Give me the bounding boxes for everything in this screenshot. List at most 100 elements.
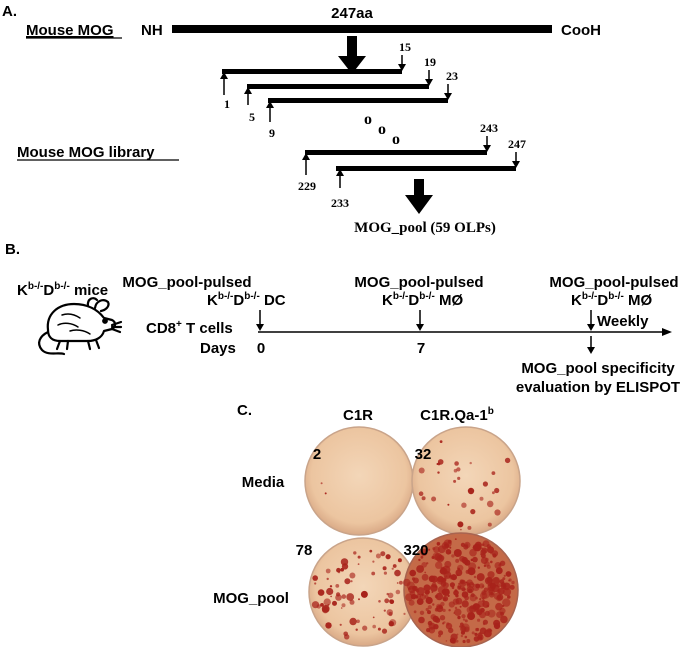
elispot-spot [495,567,503,575]
tick-day7-arrow [416,310,424,331]
elispot-spot [382,566,387,571]
elispot-spot [461,556,468,564]
elispot-spot [391,567,394,570]
elispot-spot [449,582,455,588]
elispot-spot [462,624,465,627]
elispot-spot [378,600,381,603]
elispot-spot [489,583,492,586]
col1-header: C1R [343,407,373,424]
day7-label: 7 [417,340,425,357]
elispot-spot [469,488,472,491]
elispot-spot [426,628,431,633]
elispot-spot [383,609,386,612]
elispot-spot [437,459,444,465]
elispot-spot [445,549,452,555]
elispot-spot [453,549,462,557]
cd8-label: CD8+ T cells [146,319,233,337]
elispot-spot [491,550,499,557]
elispot-spot [377,627,381,631]
elispot-spot [494,562,502,569]
elispot-spot [316,604,321,609]
step1-cell: Kb-/-Db-/- DC [207,291,286,309]
elispot-spot [503,574,506,577]
elispot-spot [507,595,511,599]
well-media-c1r [304,426,414,536]
nh-label: NH [141,22,163,39]
tick-weekly-arrow [587,310,595,331]
elispot-spot [480,549,487,555]
elispot-spot [461,600,469,608]
elispot-spot [502,598,511,607]
elispot-spot [481,590,487,596]
elispot-spot [464,543,469,547]
peptide-number-233: 233 [331,196,349,210]
elispot-spot [339,623,342,626]
elispot-spot [504,457,511,464]
peptide-bar-229 [302,136,491,175]
library-title: Mouse MOG library [17,144,155,161]
elispot-spot [454,606,458,610]
elispot-spot [395,589,401,595]
elispot-spot [420,548,428,557]
elispot-spot [431,496,437,502]
elispot-spot [344,578,351,585]
elispot-spot [432,552,440,560]
elispot-spot [427,605,432,610]
peptide-bar-2 [244,70,433,105]
elispot-spot [440,601,445,607]
elispot-spot [405,593,413,602]
eval-line1: MOG_pool specificity [521,360,675,377]
elispot-spot [457,476,461,480]
elispot-spot [476,573,485,582]
step3-title: MOG_pool-pulsed [549,274,678,291]
elispot-spot [421,573,429,581]
elispot-spot [455,639,459,643]
elispot-spot [450,633,458,641]
elispot-spot [454,538,457,540]
elispot-spot [461,614,466,619]
elispot-spot [467,525,472,530]
elispot-spot [503,588,512,596]
elispot-spot [459,579,464,584]
elispot-spot [484,561,490,567]
elispot-spot [505,571,512,577]
elispot-spot [426,562,429,565]
elispot-spot [457,564,464,572]
elispot-spot [479,632,482,634]
elispot-spot [439,440,443,443]
elispot-spot [372,616,375,619]
elispot-spot [493,622,501,630]
mouse-mog-title: Mouse MOG [26,22,114,39]
elispot-spot [435,592,443,601]
elispot-spot [466,586,474,594]
elispot-spot [432,603,435,606]
elispot-spot [481,547,483,550]
step2-title: MOG_pool-pulsed [354,274,483,291]
elispot-spot [332,600,337,606]
panel-a-label: A. [2,3,17,20]
elispot-spot [477,618,481,622]
elispot-spot [335,594,342,601]
elispot-spot [476,627,480,632]
cooh-label: CooH [561,22,601,39]
elispot-spot [371,571,376,576]
elispot-spot [473,544,478,550]
elispot-spot [479,496,484,501]
elispot-spot [453,590,459,596]
count-media-c1r: 2 [313,446,321,463]
elispot-spot [448,609,451,612]
elispot-spot [467,612,476,621]
elispot-spot [459,605,462,608]
row1-label: Media [242,474,285,491]
elispot-spot [468,581,475,588]
elispot-spot [460,542,465,548]
elispot-spot [473,575,477,579]
panel-b-label: B. [5,241,20,258]
elispot-spot [443,597,447,601]
elispot-spot [462,618,466,621]
elispot-spot [431,582,437,588]
elispot-spot [509,584,515,590]
elispot-spot [487,609,496,618]
count-pool-qa1: 320 [403,542,428,559]
